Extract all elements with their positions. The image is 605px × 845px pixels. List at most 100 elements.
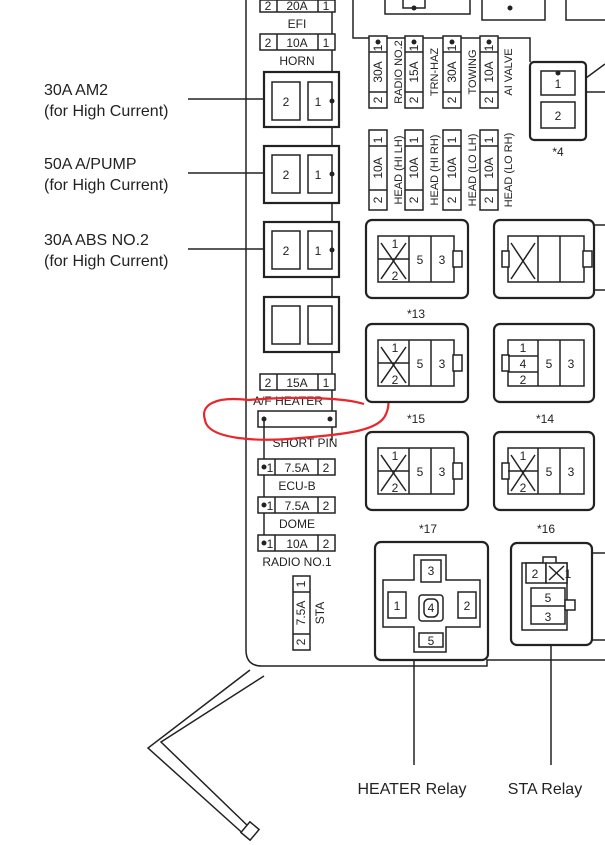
fuse-pin-one: 1 — [323, 0, 330, 13]
fuse-name: RADIO NO.2 — [393, 40, 405, 104]
fuse-horn[interactable]: 2 10A 1 HORN — [259, 33, 336, 68]
fuse-amp: 15A — [286, 376, 307, 390]
fuse-name: DOME — [279, 517, 315, 531]
wire-dot — [329, 98, 335, 104]
fuse-amp: 7.5A — [285, 499, 310, 513]
big-fuse-title: 30A ABS NO.2 — [44, 232, 149, 249]
heater-relay-label: HEATER Relay — [357, 781, 466, 798]
relay-mini-2[interactable] — [492, 218, 596, 300]
fuse-spare-big[interactable] — [262, 295, 341, 354]
fuse-am2[interactable]: 2 1 — [262, 70, 341, 129]
relay-pin: 2 — [392, 373, 399, 387]
relay-pin: 5 — [417, 253, 424, 267]
fuse-name: HEAD (HI RH) — [429, 135, 441, 206]
fuse-radio-no1[interactable]: 1 10A 2 RADIO NO.1 — [257, 534, 336, 569]
big-fuse-title: 50A A/PUMP — [44, 156, 137, 173]
fuse-name: EFI — [288, 17, 307, 31]
fuse-pin-two: 2 — [323, 499, 330, 513]
relay-14[interactable]: 1 2 5 3 — [492, 430, 596, 512]
fuse-pin-two: 2 — [371, 96, 385, 103]
relay-16-sta[interactable]: 2 1 5 3 — [509, 541, 594, 647]
big-fuse-subtitle: (for High Current) — [44, 177, 168, 194]
fuse-pin-two: 2 — [407, 96, 421, 103]
wire-dot — [507, 5, 513, 11]
fuse-amp: 30A — [371, 61, 385, 82]
relay-pin: 1 — [520, 449, 527, 463]
relay-mini-3[interactable]: 1 4 2 5 3 — [492, 322, 596, 404]
fuse-pin-one: 1 — [371, 44, 385, 51]
relay-pin: 3 — [439, 357, 446, 371]
relay-note: *14 — [536, 412, 554, 426]
relay-13[interactable]: 1 2 5 3 — [364, 322, 470, 404]
wire-dot — [329, 247, 335, 253]
fuse-pin-one: 1 — [315, 95, 322, 109]
relay-pin: 2 — [392, 481, 399, 495]
fuse-towing[interactable]: 1 30A 2 TOWING — [442, 35, 479, 109]
fuse-pin-two: 2 — [445, 96, 459, 103]
fuse-name: TRN-HAZ — [429, 48, 441, 97]
fuse-name: TOWING — [467, 49, 479, 94]
fuse-ecu-b[interactable]: 1 7.5A 2 ECU-B — [257, 458, 336, 493]
relay-pin: 2 — [532, 567, 539, 581]
fuse-head-hi-rh[interactable]: 1 10A 2 HEAD (HI RH) — [404, 129, 441, 211]
fuse-a-pump[interactable]: 2 1 — [262, 144, 341, 205]
fuse-pin-two: 2 — [265, 36, 272, 50]
fuse-amp: 15A — [407, 61, 421, 82]
fuse-pin-two: 2 — [283, 244, 290, 258]
fuse-pin-two: 2 — [283, 168, 290, 182]
relay-4[interactable]: 1 2 *4 — [528, 60, 605, 159]
relay-mini-1[interactable]: 1 2 5 3 — [364, 218, 470, 300]
fuse-pin-two: 2 — [482, 96, 496, 103]
fuse-pin-one: 1 — [482, 136, 496, 143]
relay-pin: 2 — [520, 481, 527, 495]
relay-15[interactable]: 1 2 5 3 — [364, 430, 470, 512]
relay-pin: 2 — [520, 373, 527, 387]
fuse-af-heater[interactable]: 2 15A 1 A/F HEATER — [253, 373, 336, 408]
fuse-amp: 7.5A — [294, 601, 308, 626]
fuse-abs-no2[interactable]: 2 1 — [262, 220, 341, 279]
fuse-pin-one: 1 — [315, 244, 322, 258]
fuse-pin-two: 2 — [323, 461, 330, 475]
fuse-head-hi-lh[interactable]: 1 10A 2 HEAD (HI LH) — [368, 129, 405, 211]
relay-pin: 3 — [568, 357, 575, 371]
fuse-trn-haz[interactable]: 1 15A 2 TRN-HAZ — [404, 35, 441, 109]
fuse-efi[interactable]: 2 20A 1 EFI — [259, 0, 336, 31]
fuse-pin-one: 1 — [323, 376, 330, 390]
fuse-amp: 10A — [286, 537, 307, 551]
fuse-pin-one: 1 — [315, 168, 322, 182]
fuse-head-lo-rh[interactable]: 1 10A 2 HEAD (LO RH) — [479, 129, 515, 211]
wire-dot — [329, 171, 335, 177]
relay-pin: 3 — [439, 465, 446, 479]
fuse-pin-one: 1 — [267, 537, 274, 551]
fuse-pin-one: 1 — [407, 136, 421, 143]
connector-tab-end — [239, 820, 261, 842]
fuse-pin-one: 1 — [294, 580, 308, 587]
fuse-dome[interactable]: 1 7.5A 2 DOME — [257, 496, 336, 531]
fuse-pin-one: 1 — [445, 136, 459, 143]
fuse-name: HEAD (HI LH) — [393, 135, 405, 204]
relay-note: *13 — [407, 307, 425, 321]
fuse-sta[interactable]: 1 7.5A 2 STA — [292, 575, 327, 651]
fuse-name: HEAD (LO LH) — [467, 134, 479, 207]
fuse-name: HORN — [279, 54, 314, 68]
fuse-pin-one: 1 — [407, 44, 421, 51]
top-relay-outline — [384, 0, 471, 15]
fuse-pin-two: 2 — [294, 638, 308, 645]
fuse-pin-one: 1 — [323, 36, 330, 50]
big-fuse-title: 30A AM2 — [44, 82, 108, 99]
fuse-pin-two: 2 — [407, 196, 421, 203]
fuse-head-lo-lh[interactable]: 1 10A 2 HEAD (LO LH) — [442, 129, 479, 211]
top-relay-outline — [565, 0, 605, 21]
relay-pin: 5 — [417, 357, 424, 371]
relay-pin: 5 — [428, 634, 435, 648]
relay-pin: 4 — [520, 357, 527, 371]
fuse-radio-no2[interactable]: 1 30A 2 RADIO NO.2 — [368, 35, 405, 109]
relay-pin: 5 — [545, 591, 552, 605]
fuse-name: STA — [313, 602, 327, 624]
relay-17-heater[interactable]: 3 1 4 2 5 — [373, 540, 490, 662]
relay-pin: 2 — [464, 599, 471, 613]
fuse-ai-valve[interactable]: 1 10A 2 AI VALVE — [479, 35, 515, 109]
fuse-amp: 10A — [445, 157, 459, 178]
relay-pin: 4 — [428, 601, 435, 615]
fuse-name: A/F HEATER — [253, 394, 323, 408]
